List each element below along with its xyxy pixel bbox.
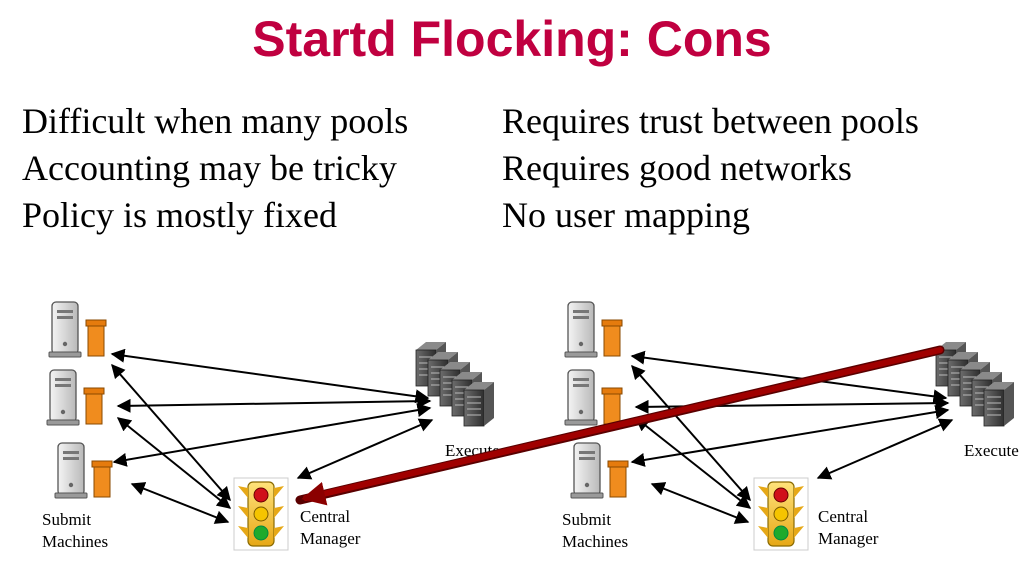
con-item: Requires trust between pools [502,101,919,141]
submit-machines-label: Submit [42,510,91,529]
con-item: Policy is mostly fixed [22,195,337,235]
submit-machines-label: Machines [42,532,108,551]
execute-label: Execute [964,441,1019,460]
execute-rack-icon [936,342,1014,426]
submit-server-icon [54,442,113,499]
central-manager-label: Central [818,507,868,526]
slide-title: Startd Flocking: Cons [252,11,772,67]
flock-arrow [295,345,945,506]
central-manager-label: Manager [818,529,879,548]
con-item: Accounting may be tricky [22,148,397,188]
connection-arrows [110,348,434,524]
submit-server-icon [564,301,623,358]
submit-machines-label: Submit [562,510,611,529]
con-item: Difficult when many pools [22,101,409,141]
pool-left: Submit Machines Central Manager Execute [42,301,500,551]
submit-machines-group [46,301,113,499]
submit-server-icon [48,301,107,358]
submit-server-icon [564,369,623,426]
con-item: Requires good networks [502,148,852,188]
submit-machines-label: Machines [562,532,628,551]
central-manager-traffic-light-icon [233,477,289,551]
cons-list-left: Difficult when many pools Accounting may… [22,98,408,239]
central-manager-label: Manager [300,529,361,548]
execute-rack-icon [416,342,494,426]
central-manager-traffic-light-icon [753,477,809,551]
pool-right: Submit Machines Central Manager Execute [562,301,1019,551]
submit-machines-group [564,301,629,499]
submit-server-icon [46,369,105,426]
submit-server-icon [570,442,629,499]
con-item: No user mapping [502,195,750,235]
central-manager-label: Central [300,507,350,526]
cons-list-right: Requires trust between pools Requires go… [502,98,919,239]
